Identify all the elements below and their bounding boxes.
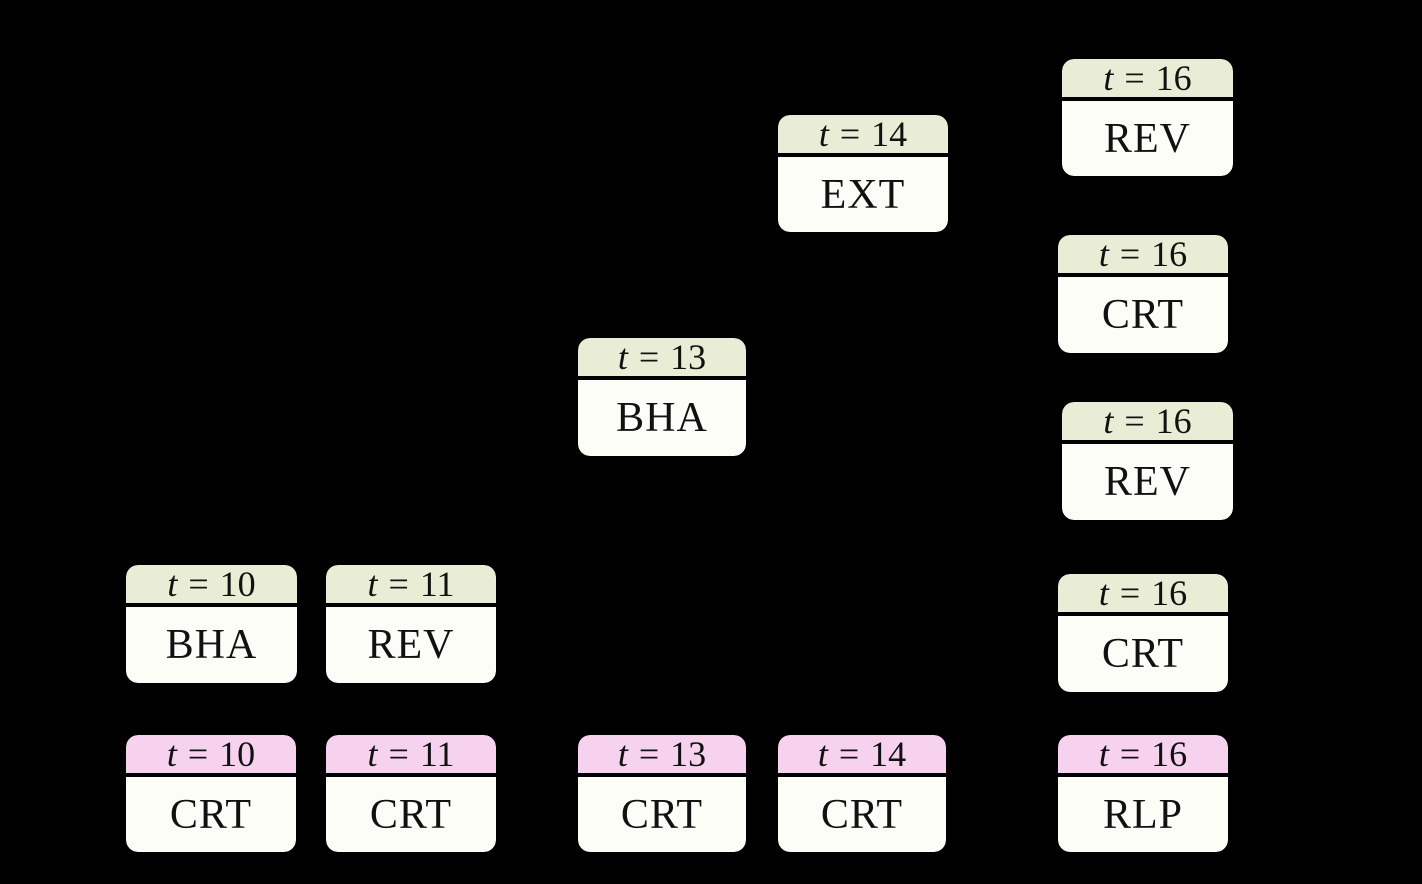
card-type-label: REV [1104,459,1191,505]
time-value-label: 14 [870,734,907,774]
card-ext-t14: t = 14 EXT [776,113,950,234]
time-equals-sign: = [388,734,409,774]
card-type-label: CRT [169,791,253,838]
time-equals-sign: = [1124,401,1145,441]
card-time-header: t = 13 [578,735,746,777]
time-value-label: 16 [1155,58,1192,98]
card-type-label: CRT [620,791,704,838]
card-type-label: REV [1104,115,1191,162]
time-var-label: t [617,337,628,377]
card-body: BHA [126,607,297,683]
card-body: BHA [578,380,746,456]
time-var-label: t [367,564,378,604]
card-rev-t11: t = 11 REV [324,563,498,685]
card-body: REV [1062,101,1233,176]
time-var-label: t [167,564,178,604]
card-type-label: BHA [616,395,708,441]
card-body: CRT [778,777,946,852]
time-value-label: 11 [419,564,455,604]
time-value-label: 16 [1151,573,1188,613]
card-type-label: CRT [1101,292,1185,338]
card-time-header: t = 10 [126,735,296,777]
card-body: CRT [1058,277,1228,353]
card-crt-t16-upper: t = 16 CRT [1056,233,1230,355]
time-value-label: 16 [1151,234,1188,274]
time-equals-sign: = [638,734,660,774]
time-var-label: t [1103,401,1114,441]
time-equals-sign: = [187,734,209,774]
card-body: CRT [578,777,746,852]
card-crt-t14: t = 14 CRT [776,733,948,854]
card-time-header: t = 16 [1058,235,1228,277]
card-crt-t13: t = 13 CRT [576,733,748,854]
card-body: RLP [1058,777,1228,852]
time-value-label: 10 [219,564,256,604]
time-var-label: t [617,734,628,774]
time-equals-sign: = [1119,234,1141,274]
time-value-label: 16 [1151,734,1188,774]
time-value-label: 16 [1155,401,1192,441]
time-equals-sign: = [1124,58,1145,98]
card-body: EXT [778,157,948,232]
time-var-label: t [1098,234,1109,274]
card-body: CRT [126,777,296,852]
card-body: CRT [326,777,496,852]
time-var-label: t [1098,734,1109,774]
card-type-label: CRT [820,791,904,838]
time-var-label: t [818,114,829,154]
card-body: REV [326,607,496,683]
time-value-label: 11 [419,734,455,774]
card-type-label: REV [367,622,455,668]
card-bha-t10: t = 10 BHA [124,563,299,685]
card-time-header: t = 14 [778,115,948,157]
card-time-header: t = 16 [1058,574,1228,616]
time-equals-sign: = [388,564,409,604]
time-value-label: 13 [670,734,707,774]
card-time-header: t = 10 [126,565,297,607]
time-equals-sign: = [638,337,660,377]
card-body: CRT [1058,616,1228,692]
time-value-label: 14 [871,114,908,154]
time-var-label: t [1098,573,1109,613]
card-rev-t16-mid: t = 16 REV [1060,400,1235,522]
card-crt-t10: t = 10 CRT [124,733,298,854]
time-equals-sign: = [1119,573,1141,613]
card-time-header: t = 14 [778,735,946,777]
card-type-label: RLP [1102,791,1184,838]
card-time-header: t = 13 [578,338,746,380]
card-type-label: CRT [369,791,453,838]
card-bha-t13: t = 13 BHA [576,336,748,458]
card-type-label: BHA [165,622,258,668]
card-body: REV [1062,444,1233,520]
card-rev-t16-top: t = 16 REV [1060,57,1235,178]
time-var-label: t [817,734,828,774]
card-time-header: t = 11 [326,735,496,777]
time-equals-sign: = [1119,734,1141,774]
time-value-label: 10 [219,734,256,774]
card-time-header: t = 16 [1062,402,1233,444]
card-time-header: t = 11 [326,565,496,607]
card-type-label: EXT [820,171,906,218]
time-var-label: t [1103,58,1114,98]
card-crt-t11: t = 11 CRT [324,733,498,854]
card-rlp-t16: t = 16 RLP [1056,733,1230,854]
time-value-label: 13 [670,337,707,377]
time-equals-sign: = [839,114,861,154]
time-var-label: t [166,734,177,774]
card-time-header: t = 16 [1062,59,1233,101]
card-crt-t16-lower: t = 16 CRT [1056,572,1230,694]
time-equals-sign: = [838,734,860,774]
card-time-header: t = 16 [1058,735,1228,777]
card-type-label: CRT [1101,631,1185,677]
time-equals-sign: = [188,564,209,604]
time-var-label: t [367,734,378,774]
